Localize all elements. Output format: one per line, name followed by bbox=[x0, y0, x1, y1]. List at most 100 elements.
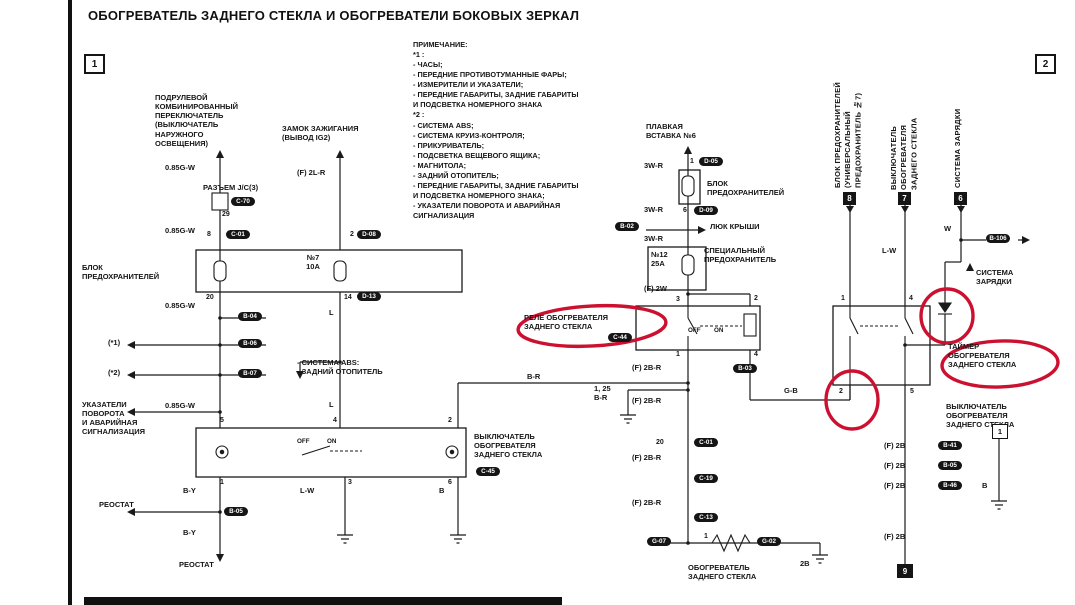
timer-box bbox=[832, 305, 931, 386]
pin-1: 1 bbox=[676, 351, 680, 358]
wire-label: B bbox=[439, 486, 445, 495]
relay-label: РЕЛЕ ОБОГРЕВАТЕЛЯ ЗАДНЕГО СТЕКЛА bbox=[524, 313, 608, 332]
defogger-switch-vertical-label: ВЫКЛЮЧАТЕЛЬ ОБОГРЕВАТЕЛЯ ЗАДНЕГО СТЕКЛА bbox=[889, 117, 919, 191]
fuse-block-universal-label: БЛОК ПРЕДОХРАНИТЕЛЕЙ (УНИВЕРСАЛЬНЫЙ ПРЕД… bbox=[833, 81, 863, 188]
ground-symbol bbox=[620, 414, 636, 424]
wires-group bbox=[131, 149, 1026, 565]
wire-label: (F) 2B-R bbox=[632, 363, 662, 372]
connector-c01: C-01 bbox=[694, 438, 718, 448]
page-ref-box: 7 bbox=[898, 192, 911, 205]
connector-c13: C-13 bbox=[694, 513, 718, 523]
ground-symbol bbox=[812, 554, 828, 564]
pin-29: 29 bbox=[222, 211, 230, 218]
fuse-symbols-group bbox=[211, 175, 695, 282]
ground-symbol bbox=[337, 534, 353, 544]
connector-d05: D-05 bbox=[699, 157, 723, 167]
wire-label: 3W-R bbox=[644, 234, 664, 243]
annotation-circle-relay-label bbox=[516, 303, 668, 349]
switch-symbols-group bbox=[215, 302, 953, 553]
switch-on-label: ON bbox=[327, 438, 337, 445]
pin-4: 4 bbox=[909, 295, 913, 302]
connector-b05: B-05 bbox=[938, 461, 962, 471]
switch-off-label: OFF bbox=[297, 438, 310, 445]
wire-label: (F) 2B bbox=[884, 441, 906, 450]
w ire-label: 3W-R bbox=[644, 161, 664, 170]
fuse-block-box bbox=[195, 249, 463, 293]
wire-label: B-Y bbox=[183, 528, 196, 537]
page-title: ОБОГРЕВАТЕЛЬ ЗАДНЕГО СТЕКЛА И ОБОГРЕВАТЕ… bbox=[88, 8, 580, 23]
star2-label: (*2) bbox=[108, 368, 121, 377]
connector-c01: C-01 bbox=[226, 230, 250, 240]
relay-off-label: OFF bbox=[688, 327, 701, 334]
pin-6: 6 bbox=[683, 207, 687, 214]
fuse-block-label: БЛОК ПРЕДОХРАНИТЕЛЕЙ bbox=[82, 263, 160, 282]
connector-b07: B-07 bbox=[238, 369, 262, 379]
ignition-label: ЗАМОК ЗАЖИГАНИЯ (ВЫВОД IG2) bbox=[282, 124, 359, 143]
fuse-symbol bbox=[681, 175, 695, 197]
fuse-block2-box bbox=[678, 169, 701, 205]
connector-c44: C-44 bbox=[608, 333, 632, 343]
pin-1: 1 bbox=[704, 533, 708, 540]
ground-symbol bbox=[991, 500, 1007, 510]
pin-5: 5 bbox=[220, 417, 224, 424]
turn-signals-label: УКАЗАТЕЛИ ПОВОРОТА И АВАРИЙНАЯ СИГНАЛИЗА… bbox=[82, 400, 146, 437]
charging-system-vertical-label: СИСТЕМА ЗАРЯДКИ bbox=[953, 108, 962, 189]
special-fuse-label: СПЕЦИАЛЬНЫЙ ПРЕДОХРАНИТЕЛЬ bbox=[704, 246, 777, 265]
wire-label: 0.85G-W bbox=[165, 301, 196, 310]
annotation-circle-timer-label bbox=[940, 339, 1060, 389]
note-block: ПРИМЕЧАНИЕ: *1 : - ЧАСЫ; - ПЕРЕДНИЕ ПРОТ… bbox=[413, 40, 579, 221]
heater-element-symbol bbox=[711, 533, 751, 553]
pin-20: 20 bbox=[656, 439, 664, 446]
fuse7-label: №7 10А bbox=[306, 253, 320, 272]
pin-1: 1 bbox=[841, 295, 845, 302]
connector-g07: G-07 bbox=[647, 537, 671, 547]
timer-label: ТАЙМЕР ОБОГРЕВАТЕЛЯ ЗАДНЕГО СТЕКЛА bbox=[948, 342, 1017, 370]
wire-label: L bbox=[329, 308, 334, 317]
relay-box bbox=[635, 305, 761, 351]
wire-label: 0.85G-W bbox=[165, 226, 196, 235]
junction-box-symbol bbox=[211, 192, 229, 211]
ground-symbols-group bbox=[337, 414, 1007, 564]
pin-20: 20 bbox=[206, 294, 214, 301]
steering-switch-label: ПОДРУЛЕВОЙ КОМБИНИРОВАННЫЙ ПЕРЕКЛЮЧАТЕЛЬ… bbox=[155, 93, 239, 148]
wire-label: B bbox=[982, 481, 988, 490]
wire-label: 0.85G-W bbox=[165, 401, 196, 410]
wire-label: (F) 2B-R bbox=[632, 396, 662, 405]
pin-2: 2 bbox=[754, 295, 758, 302]
connector-b106: B-106 bbox=[986, 234, 1010, 244]
pin-3: 3 bbox=[676, 296, 680, 303]
connector-b46: B-46 bbox=[938, 481, 962, 491]
fuse-symbol bbox=[681, 254, 695, 276]
defogger-switch-label: ВЫКЛЮЧАТЕЛЬ ОБОГРЕВАТЕЛЯ ЗАДНЕГО СТЕКЛА bbox=[474, 432, 543, 460]
pin-1: 1 bbox=[690, 158, 694, 165]
diode-symbol bbox=[937, 302, 953, 313]
wire-label: G-B bbox=[784, 386, 798, 395]
junction-label: РАЗЪЕМ J/C(3) bbox=[203, 183, 259, 192]
wire-label: L bbox=[329, 400, 334, 409]
connector-b41: B-41 bbox=[938, 441, 962, 451]
wire-label: (F) 2B bbox=[884, 461, 906, 470]
page-ref-box: 6 bbox=[954, 192, 967, 205]
wire-label: 1, 25 B-R bbox=[594, 384, 611, 403]
wire-label: B-Y bbox=[183, 486, 196, 495]
star1-label: (*1) bbox=[108, 338, 121, 347]
connector-d13: D-13 bbox=[357, 292, 381, 302]
wire-label: W bbox=[944, 224, 952, 233]
page-number-right: 2 bbox=[1035, 54, 1056, 74]
relay-coil-symbol bbox=[743, 313, 757, 337]
fuse-symbol bbox=[333, 260, 347, 282]
pin-3: 3 bbox=[348, 479, 352, 486]
wire-label: B-R bbox=[527, 372, 541, 381]
wire-label: 0.85G-W bbox=[165, 163, 196, 172]
connector-c45: C-45 bbox=[476, 467, 500, 477]
pin-4: 4 bbox=[333, 417, 337, 424]
heater-label: ОБОГРЕВАТЕЛЬ ЗАДНЕГО СТЕКЛА bbox=[688, 563, 757, 582]
connector-b05: B-05 bbox=[224, 507, 248, 517]
wire-label: (F) 2B-R bbox=[632, 453, 662, 462]
abs-note-label: - СИСТЕМА ABS: - ЗАДНИЙ ОТОПИТЕЛЬ bbox=[297, 358, 383, 377]
wire-label: 3W-R bbox=[644, 205, 664, 214]
lamp-symbol bbox=[445, 445, 459, 459]
pin-4: 4 bbox=[754, 351, 758, 358]
